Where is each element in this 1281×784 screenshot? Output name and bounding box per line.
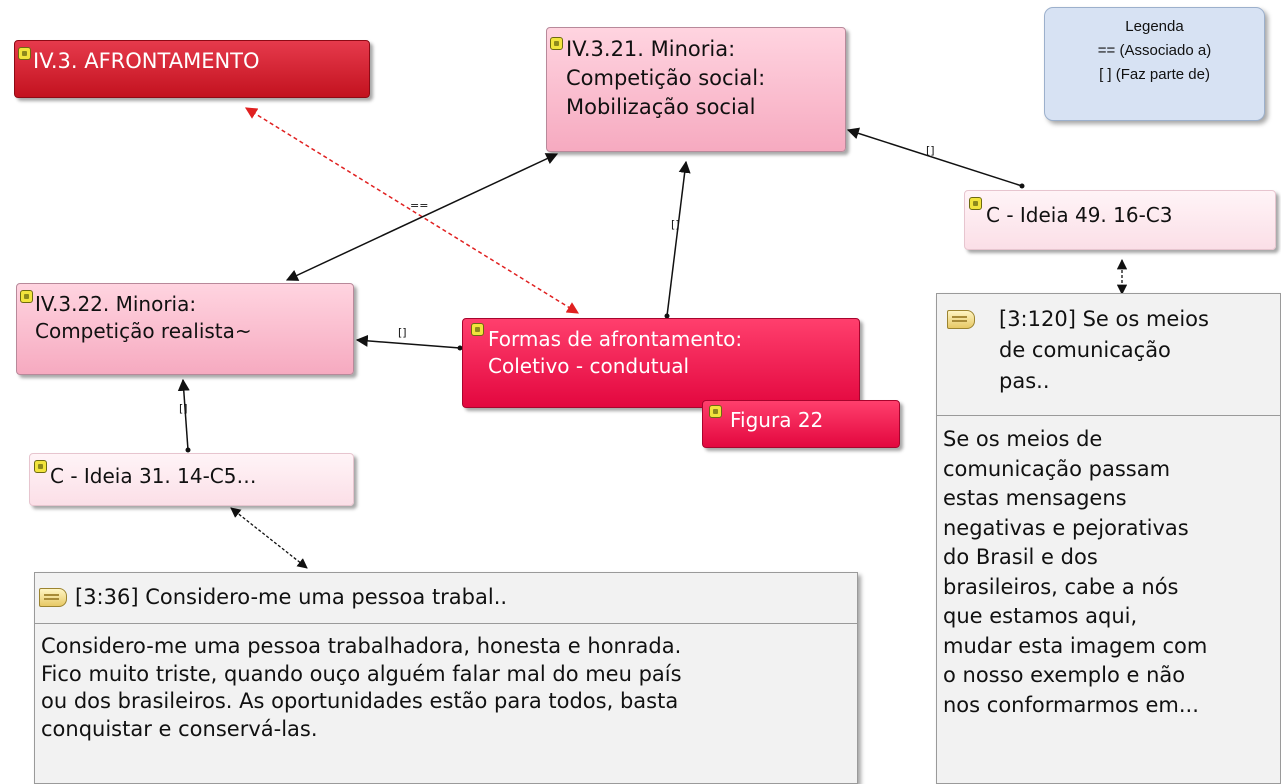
legend-title: Legenda [1125, 18, 1184, 35]
quotation-icon [947, 310, 975, 329]
link-label-part-of-1: [] [671, 218, 680, 231]
code-node-mobilizacao-social[interactable]: IV.3.21. Minoria: Competição social: Mob… [546, 27, 846, 152]
quotation-title: [3:120] Se os meios de comunicação pas.. [999, 307, 1209, 393]
code-node-ideia-31[interactable]: C - Ideia 31. 14-C5… [29, 453, 354, 506]
node-label: IV.3. AFRONTAMENTO [33, 49, 260, 73]
quotation-3-120[interactable]: [3:120] Se os meios de comunicação pas..… [936, 293, 1281, 784]
link-label-associated: == [410, 199, 428, 212]
legend-box: Legenda == (Associado a) [ ] (Faz parte … [1044, 7, 1265, 121]
code-node-ideia-49[interactable]: C - Ideia 49. 16-C3 [964, 190, 1276, 250]
quotation-body: Considero-me uma pessoa trabalhadora, ho… [41, 634, 682, 741]
node-label: C - Ideia 49. 16-C3 [986, 203, 1173, 227]
quotation-icon [39, 588, 67, 607]
code-node-formas-afrontamento[interactable]: Formas de afrontamento: Coletivo - condu… [462, 318, 860, 408]
quotation-title: [3:36] Considero-me uma pessoa trabal.. [75, 585, 508, 609]
node-label: C - Ideia 31. 14-C5… [50, 464, 257, 488]
legend-part-of: [ ] (Faz parte de) [1099, 66, 1210, 83]
link-ideia31-competicao [177, 378, 190, 451]
node-label: Formas de afrontamento: Coletivo - condu… [488, 327, 743, 378]
code-icon [969, 197, 982, 210]
node-label: IV.3.22. Minoria: Competição realista~ [35, 292, 252, 343]
legend-associated: == (Associado a) [1097, 42, 1212, 59]
link-label-part-of-4: [] [179, 402, 188, 415]
code-icon [709, 405, 722, 418]
node-label: IV.3.21. Minoria: Competição social: Mob… [566, 37, 766, 119]
quotation-body: Se os meios de comunicação passam estas … [943, 427, 1208, 717]
link-ideia49-mobilizacao [846, 127, 1023, 187]
link-ideia31-quote36 [230, 507, 308, 569]
quotation-header: [3:120] Se os meios de comunicação pas.. [937, 294, 1280, 416]
link-formas-mobilizacao [666, 160, 691, 317]
code-icon [18, 47, 31, 60]
quotation-3-36[interactable]: [3:36] Considero-me uma pessoa trabal.. … [34, 572, 858, 784]
code-icon [20, 290, 33, 303]
link-formas-competicao [355, 334, 461, 349]
code-node-afrontamento[interactable]: IV.3. AFRONTAMENTO [14, 40, 370, 98]
link-label-part-of-3: [] [398, 326, 407, 339]
quotation-header: [3:36] Considero-me uma pessoa trabal.. [35, 573, 857, 624]
code-icon [471, 323, 484, 336]
code-node-figura-22[interactable]: Figura 22 [702, 400, 900, 448]
link-mobilizacao-competicao [285, 153, 559, 281]
link-label-part-of-2: [] [926, 144, 935, 157]
code-icon [550, 37, 563, 50]
code-node-competicao-realista[interactable]: IV.3.22. Minoria: Competição realista~ [16, 283, 354, 375]
node-label: Figura 22 [730, 408, 824, 432]
code-icon [34, 460, 47, 473]
